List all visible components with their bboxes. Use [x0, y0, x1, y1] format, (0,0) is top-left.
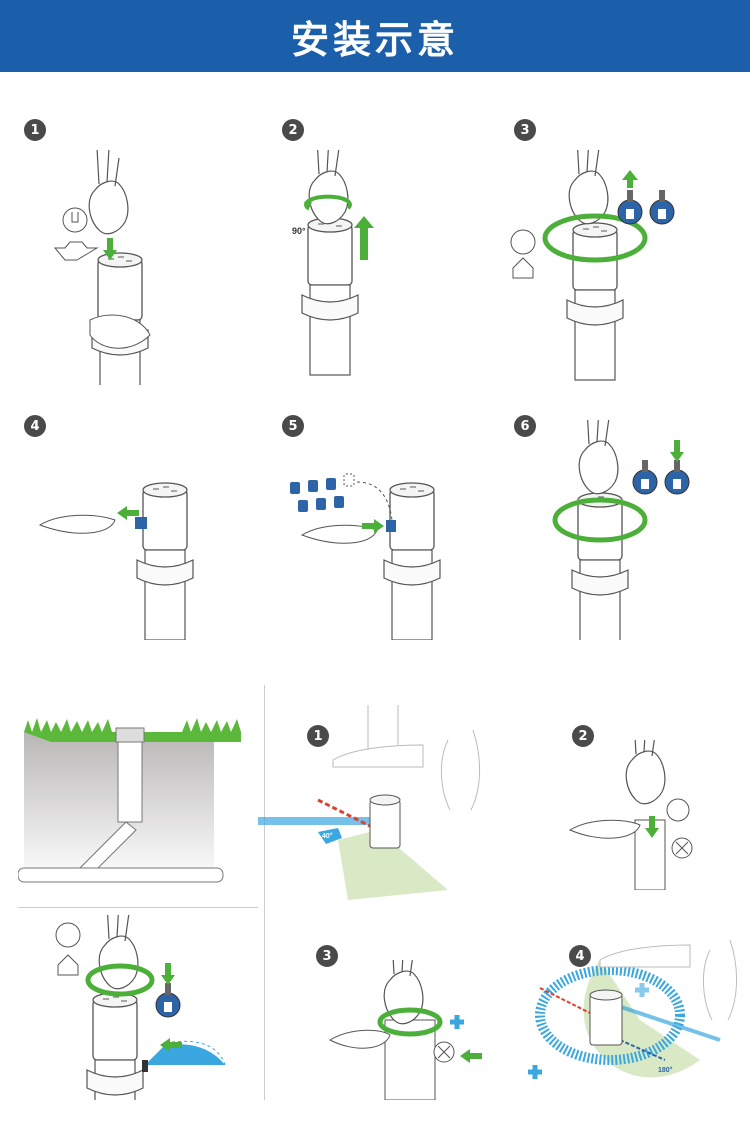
step-5-badge: 5 [282, 415, 304, 437]
step-4-badge: 4 [24, 415, 46, 437]
adjust-step-4-illustration: 180° [528, 939, 737, 1079]
adjust-step-2-illustration [568, 740, 693, 890]
adjust-step-3-illustration [328, 960, 482, 1100]
step-3-illustration [510, 150, 675, 381]
section-divider [18, 907, 258, 908]
angle-label: 40° [322, 832, 333, 840]
step-1-illustration [53, 150, 151, 385]
angle-label: 180° [658, 1066, 673, 1074]
section-divider [264, 685, 265, 1100]
angle-label: 90° [292, 226, 306, 236]
adjust-step-4-badge: 4 [569, 945, 591, 967]
adjust-step-1-illustration: 40° [258, 705, 480, 900]
step-6-badge: 6 [514, 415, 536, 437]
step-4-illustration [38, 482, 194, 640]
step-3-badge: 3 [514, 119, 536, 141]
step-2-badge: 2 [282, 119, 304, 141]
step-6-illustration [552, 420, 690, 640]
step-5-illustration [290, 473, 441, 640]
header-banner: 安装示意 [0, 0, 750, 72]
pull-tool-icon [62, 207, 88, 233]
adjustment-illustration [55, 915, 226, 1100]
installation-cross-section [18, 718, 241, 883]
adjust-step-3-badge: 3 [316, 945, 338, 967]
step-1-badge: 1 [24, 119, 46, 141]
adjust-step-1-badge: 1 [307, 725, 329, 747]
adjust-step-2-badge: 2 [572, 725, 594, 747]
page-title: 安装示意 [290, 17, 459, 62]
tool-key-icon [53, 241, 99, 261]
step-2-illustration: 90° [292, 150, 374, 376]
